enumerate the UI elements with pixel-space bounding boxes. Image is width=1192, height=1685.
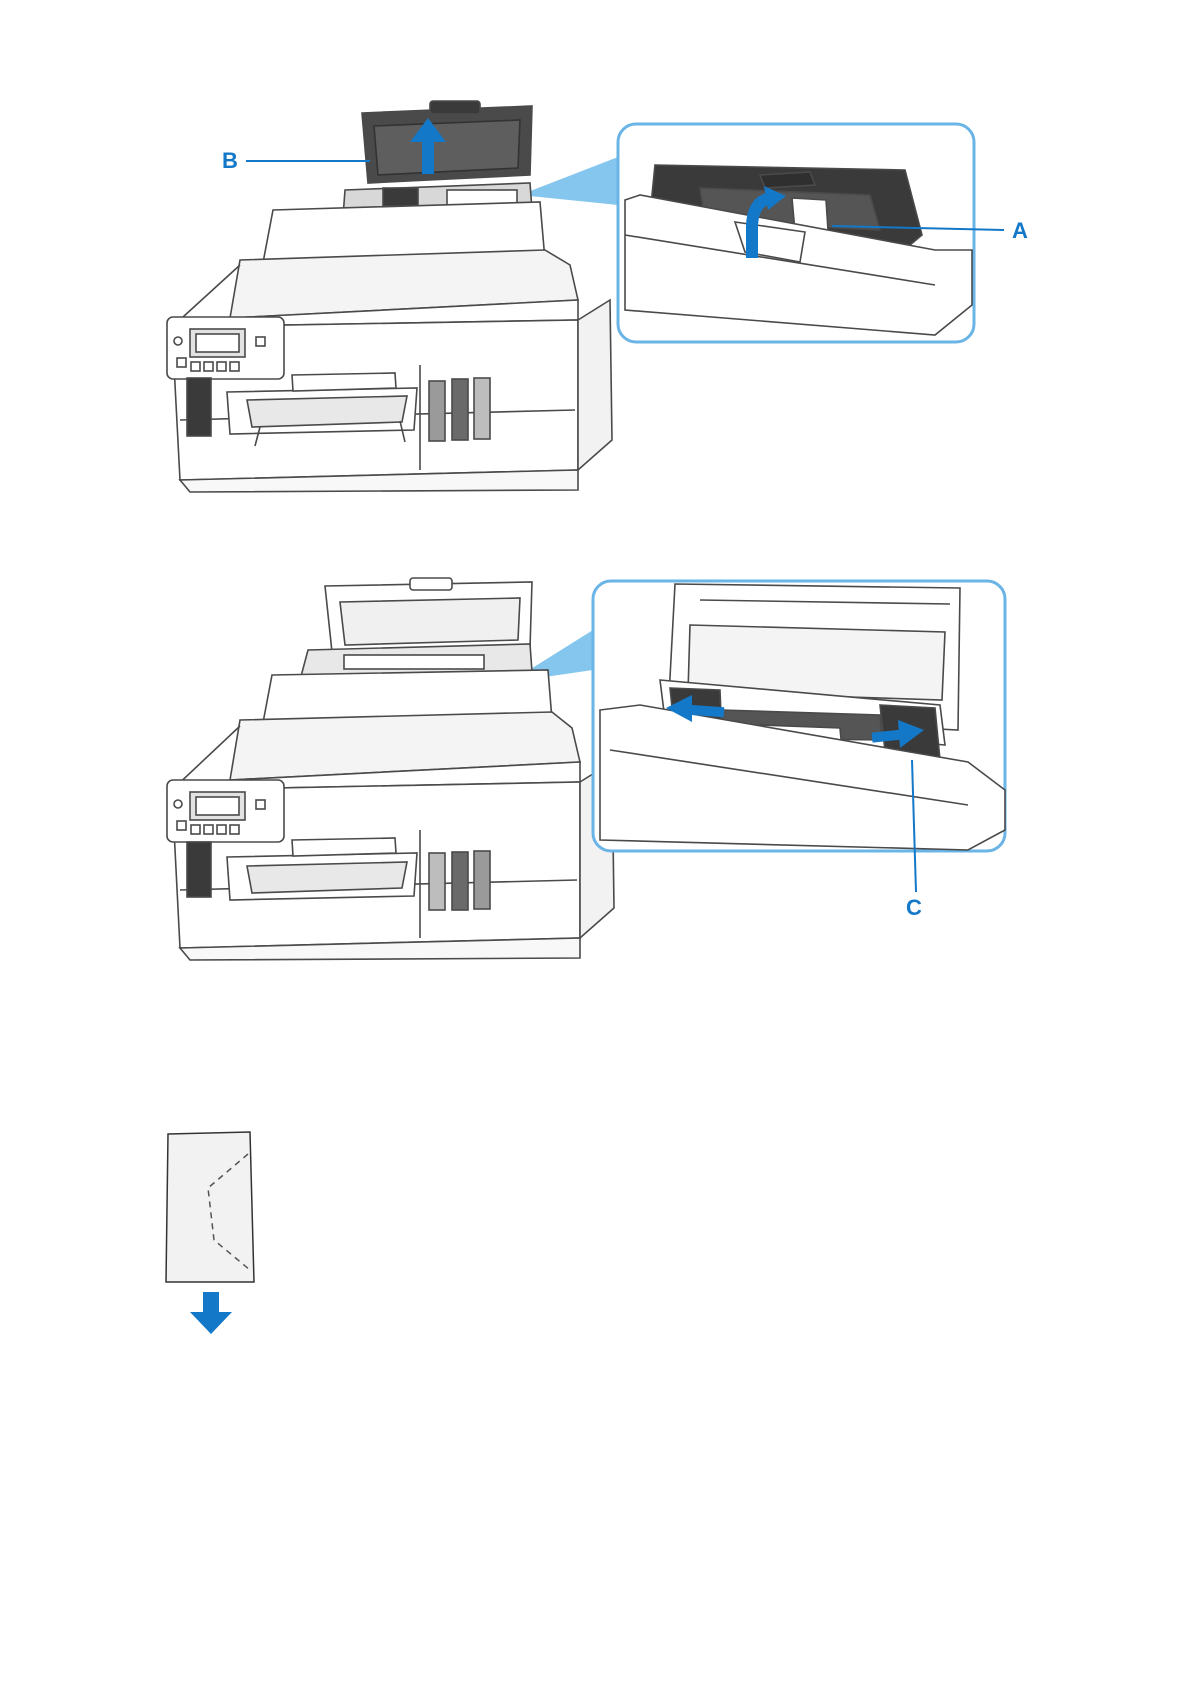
- callout-label-a: A: [1012, 218, 1028, 243]
- figure-slide-guides: C: [0, 500, 1192, 970]
- figure-open-tray: B A: [0, 0, 1192, 500]
- printer-2: [167, 578, 614, 960]
- callout-label-b: B: [222, 148, 238, 173]
- figure-envelope-orientation: [150, 1120, 270, 1350]
- envelope-icon: [166, 1132, 254, 1282]
- figure-slide-guides-svg: C: [0, 500, 1192, 970]
- zoom-beam: [520, 157, 618, 205]
- figure-open-tray-svg: B A: [0, 0, 1192, 500]
- down-arrow-icon: [190, 1292, 232, 1334]
- callout-label-c: C: [906, 895, 922, 920]
- figure-envelope-svg: [150, 1120, 270, 1350]
